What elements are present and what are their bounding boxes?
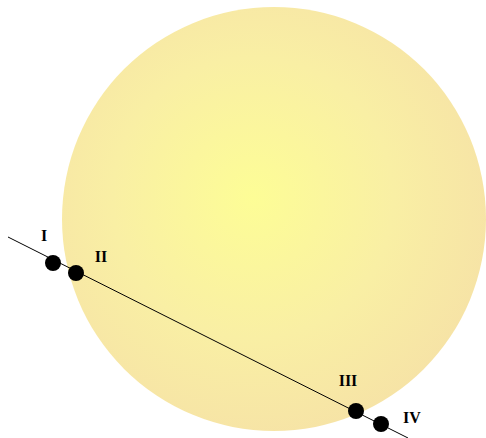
planet-dot [373,416,389,432]
planet-dot [348,403,364,419]
planet-dot [68,265,84,281]
planet-dot [45,255,61,271]
sun-disk [62,7,486,431]
contact-label: II [95,248,107,266]
contact-label: IV [403,409,421,427]
contact-label: III [339,372,358,390]
contact-label: I [41,227,47,245]
transit-path [8,237,408,438]
